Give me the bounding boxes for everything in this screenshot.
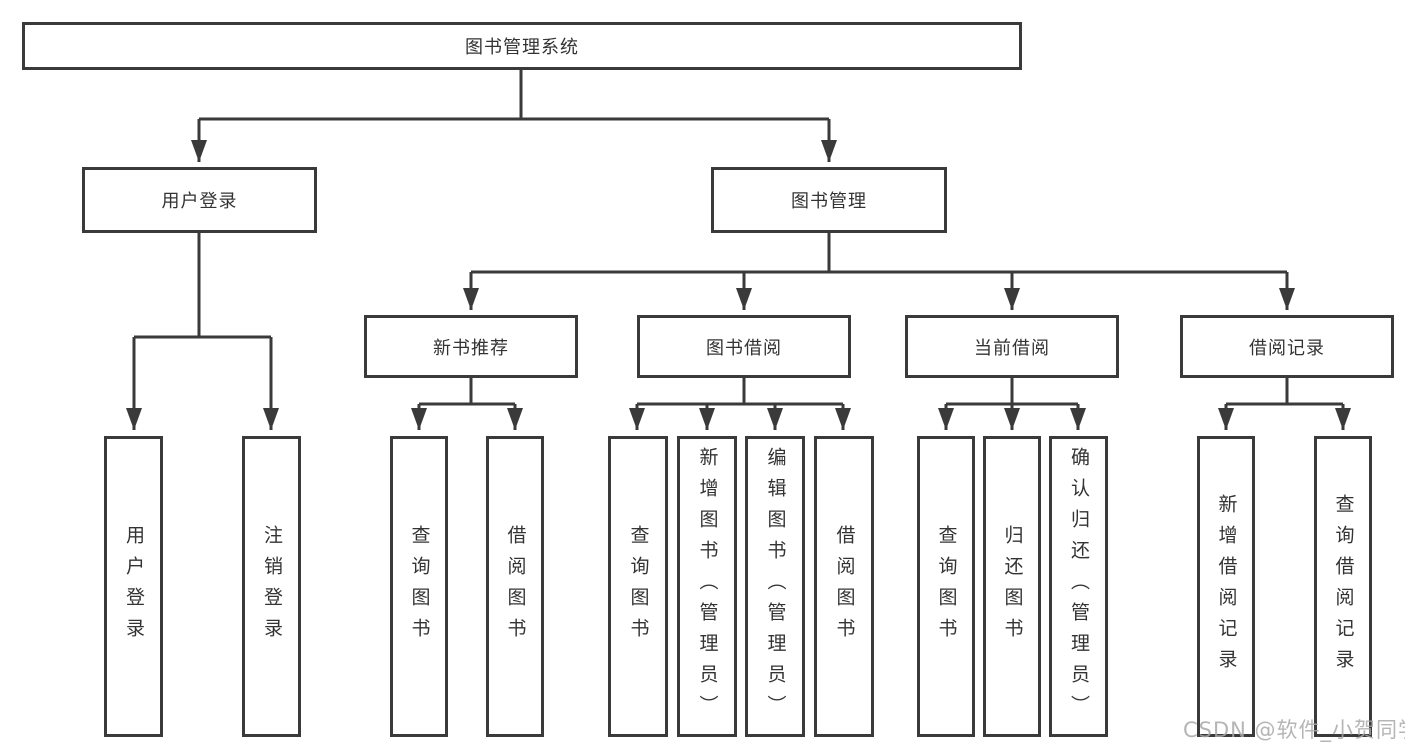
leaf-br-add-record: 新增借阅记录 [1197, 436, 1255, 737]
leaf-bb-query-book-label: 查询图书 [627, 524, 650, 649]
node-root: 图书管理系统 [22, 22, 1022, 70]
leaf-bb-borrow-book-label: 借阅图书 [833, 524, 856, 649]
leaf-nbr-borrow-book: 借阅图书 [486, 436, 544, 737]
leaf-logout: 注销登录 [242, 436, 301, 737]
leaf-cb-return-book: 归还图书 [983, 436, 1041, 737]
leaf-user-login: 用户登录 [104, 436, 163, 737]
leaf-bb-borrow-book: 借阅图书 [814, 436, 874, 737]
leaf-nbr-query-book-label: 查询图书 [408, 524, 431, 649]
node-borrow-records-label: 借阅记录 [1249, 337, 1325, 359]
csdn-watermark: CSDN @软件_小贺同学 [1183, 718, 1405, 742]
leaf-user-login-label: 用户登录 [123, 524, 145, 649]
leaf-cb-query-book-label: 查询图书 [935, 524, 958, 649]
node-user-login-group: 用户登录 [82, 167, 317, 233]
node-book-management-label: 图书管理 [791, 191, 867, 212]
leaf-cb-return-book-label: 归还图书 [1001, 524, 1024, 649]
leaf-cb-query-book: 查询图书 [917, 436, 975, 737]
node-current-borrow: 当前借阅 [905, 315, 1119, 378]
node-book-borrow: 图书借阅 [637, 315, 851, 378]
leaf-bb-add-book-admin-label: 新增图书（管理员） [696, 447, 719, 726]
node-borrow-records: 借阅记录 [1180, 315, 1394, 378]
leaf-br-query-record-label: 查询借阅记录 [1332, 493, 1355, 680]
node-root-label: 图书管理系统 [465, 37, 579, 58]
leaf-bb-edit-book-admin: 编辑图书（管理员） [745, 436, 805, 737]
leaf-cb-confirm-return-admin: 确认归还（管理员） [1049, 436, 1108, 737]
node-user-login-group-label: 用户登录 [161, 191, 238, 212]
leaf-br-add-record-label: 新增借阅记录 [1215, 493, 1238, 680]
leaf-bb-edit-book-admin-label: 编辑图书（管理员） [764, 447, 787, 726]
leaf-nbr-query-book: 查询图书 [390, 436, 448, 737]
leaf-logout-label: 注销登录 [261, 524, 283, 649]
node-current-borrow-label: 当前借阅 [974, 337, 1050, 359]
leaf-br-query-record: 查询借阅记录 [1314, 436, 1372, 737]
leaf-bb-query-book: 查询图书 [608, 436, 668, 737]
leaf-cb-confirm-return-admin-label: 确认归还（管理员） [1068, 447, 1090, 726]
leaf-bb-add-book-admin: 新增图书（管理员） [677, 436, 737, 737]
node-book-borrow-label: 图书借阅 [706, 337, 782, 359]
node-new-book-recommend: 新书推荐 [364, 315, 578, 378]
node-book-management: 图书管理 [711, 167, 947, 233]
node-new-book-recommend-label: 新书推荐 [433, 337, 509, 359]
leaf-nbr-borrow-book-label: 借阅图书 [504, 524, 527, 649]
